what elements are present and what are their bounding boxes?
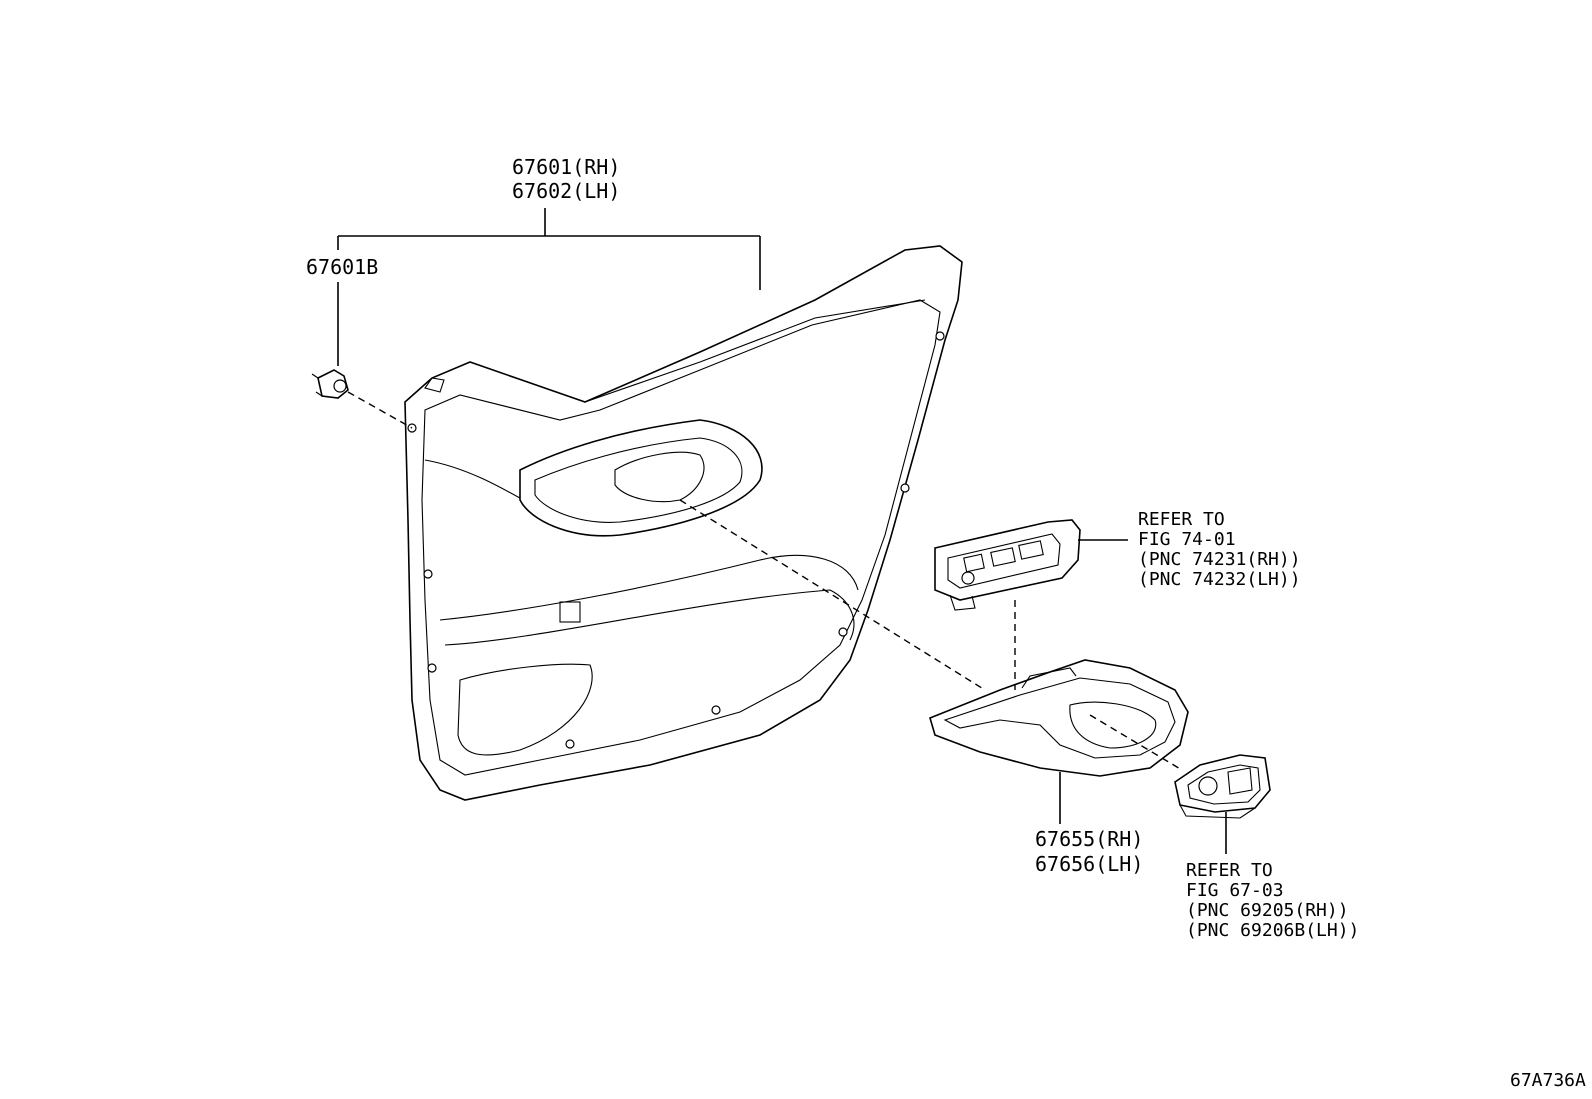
inside-handle-part bbox=[1174, 754, 1271, 819]
inside-handle-refer-label: REFER TO bbox=[1186, 860, 1273, 881]
assembly-lines bbox=[347, 391, 1183, 771]
trim-board-part-number-lh: 67602(LH) bbox=[512, 179, 620, 203]
switch-base-refer-label: REFER TO bbox=[1138, 509, 1225, 530]
callout-armrest-cover: 67655(RH) 67656(LH) bbox=[1035, 827, 1143, 876]
armrest-cover-part-number-lh: 67656(LH) bbox=[1035, 852, 1143, 876]
figure-code: 67A736A bbox=[1510, 1070, 1586, 1091]
switch-base-fig-ref: FIG 74-01 bbox=[1138, 529, 1236, 550]
callout-switch-base: REFER TO FIG 74-01 (PNC 74231(RH)) (PNC … bbox=[1138, 509, 1301, 590]
leader-lines bbox=[337, 208, 1227, 854]
switch-base-pnc-rh: (PNC 74231(RH)) bbox=[1138, 549, 1301, 570]
door-trim-board bbox=[404, 245, 963, 801]
armrest-cover-part-number-rh: 67655(RH) bbox=[1035, 827, 1143, 851]
inside-handle-fig-ref: FIG 67-03 bbox=[1186, 880, 1284, 901]
callout-clip: 67601B bbox=[306, 255, 378, 279]
switch-base-pnc-lh: (PNC 74232(LH)) bbox=[1138, 569, 1301, 590]
trim-board-part-number-rh: 67601(RH) bbox=[512, 155, 620, 179]
callout-inside-handle: REFER TO FIG 67-03 (PNC 69205(RH)) (PNC … bbox=[1186, 860, 1359, 941]
callout-trim-board: 67601(RH) 67602(LH) bbox=[512, 155, 620, 203]
clip-part-number: 67601B bbox=[306, 255, 378, 279]
armrest-cover-part bbox=[929, 659, 1189, 777]
inside-handle-pnc-lh: (PNC 69206B(LH)) bbox=[1186, 920, 1359, 941]
clip-part bbox=[311, 369, 349, 399]
switch-base-part bbox=[934, 519, 1081, 611]
inside-handle-pnc-rh: (PNC 69205(RH)) bbox=[1186, 900, 1349, 921]
